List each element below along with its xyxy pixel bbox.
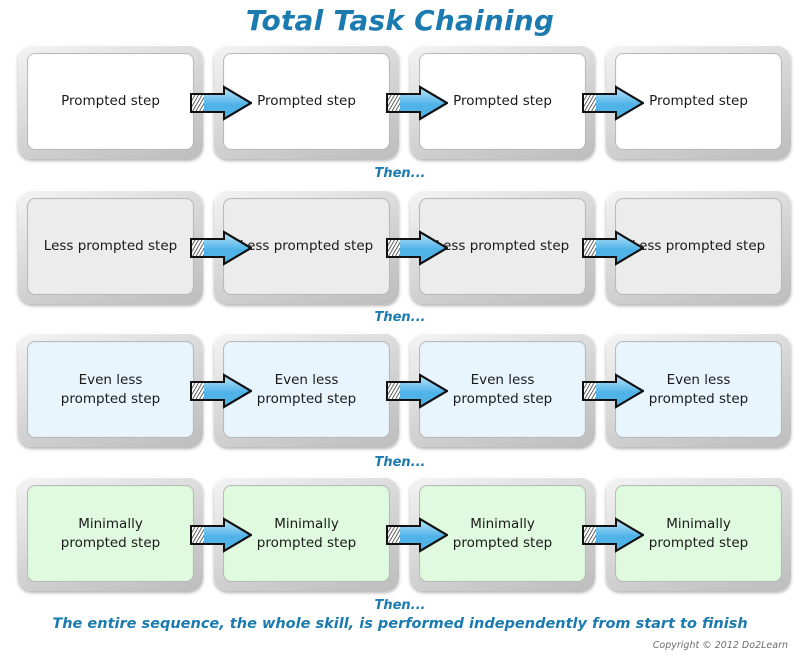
step-label: Prompted step <box>615 53 782 150</box>
step-label: Prompted step <box>223 53 390 150</box>
then-connector-label-1: Then... <box>374 166 426 181</box>
then-connector-label-4: Then... <box>374 598 426 613</box>
step-label: Prompted step <box>27 53 194 150</box>
final-caption: The entire sequence, the whole skill, is… <box>52 616 748 632</box>
copyright-notice: Copyright © 2012 Do2Learn <box>652 640 788 651</box>
step-box-prompted-4[interactable]: Prompted step <box>606 45 791 159</box>
chain-row-less-prompted: Less prompted step Less prompted step Less… <box>0 190 800 304</box>
step-box-prompted-3[interactable]: Prompted step <box>410 45 595 159</box>
page-title: Total Task Chaining <box>245 4 555 37</box>
step-label: Prompted step <box>419 53 586 150</box>
step-box-less-prompted-1[interactable]: Less prompted step <box>18 190 203 304</box>
step-box-less-prompted-2[interactable]: Less prompted step <box>214 190 399 304</box>
chain-row-prompted: Prompted step Prompted step Prompted step P… <box>0 45 800 159</box>
step-label: Less prompted step <box>419 198 586 295</box>
step-label: Less prompted step <box>27 198 194 295</box>
then-connector-label-3: Then... <box>374 455 426 470</box>
then-connector-label-2: Then... <box>374 310 426 325</box>
step-box-less-prompted-4[interactable]: Less prompted step <box>606 190 791 304</box>
step-label: Less prompted step <box>223 198 390 295</box>
step-box-prompted-1[interactable]: Prompted step <box>18 45 203 159</box>
step-box-less-prompted-3[interactable]: Less prompted step <box>410 190 595 304</box>
step-label: Less prompted step <box>615 198 782 295</box>
step-box-prompted-2[interactable]: Prompted step <box>214 45 399 159</box>
